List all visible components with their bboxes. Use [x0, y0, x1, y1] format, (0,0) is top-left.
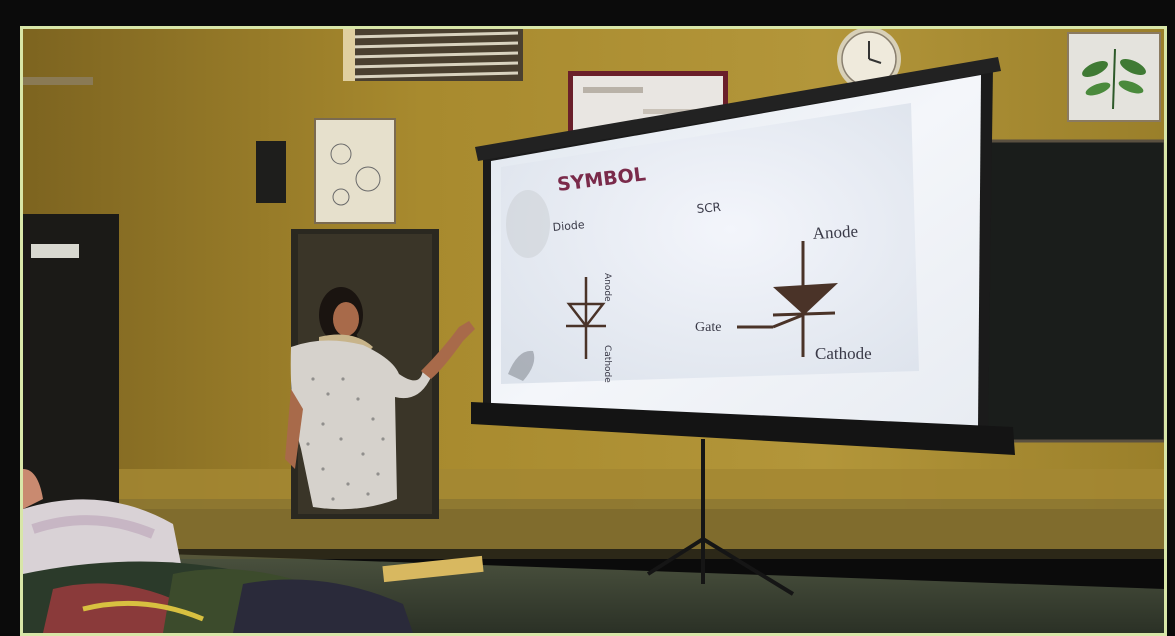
wall-poster-left	[314, 118, 396, 224]
presenter	[285, 287, 475, 510]
classroom-photo: SYMBOL SCR Diode Anode Cathode	[23, 29, 1164, 633]
scr-cathode-label: Cathode	[815, 344, 872, 363]
wall-clock	[837, 29, 901, 91]
floor-wooden-bar	[382, 555, 484, 583]
diode-cathode-label: Cathode	[602, 345, 612, 383]
left-door	[23, 214, 119, 514]
wall-poster-plant	[1067, 32, 1161, 122]
slide-scr-heading: SCR	[696, 200, 721, 216]
scr-triangle	[773, 283, 838, 315]
scr-anode-label: Anode	[812, 222, 858, 243]
scr-gate-label: Gate	[695, 320, 721, 335]
foreground-bags	[23, 469, 413, 633]
tripod	[646, 439, 795, 596]
wall-speaker	[256, 141, 286, 203]
window-vent	[343, 29, 523, 81]
slide-diode-heading: Diode	[552, 218, 585, 234]
photo-inner-border: SYMBOL SCR Diode Anode Cathode	[20, 26, 1167, 636]
diode-anode-label: Anode	[602, 273, 612, 302]
diode-symbol	[566, 277, 606, 359]
blackboard	[983, 139, 1164, 443]
projected-slide: SYMBOL SCR Diode Anode Cathode	[501, 103, 919, 384]
wall-pipe	[23, 77, 93, 85]
wall-lower	[23, 469, 1164, 549]
